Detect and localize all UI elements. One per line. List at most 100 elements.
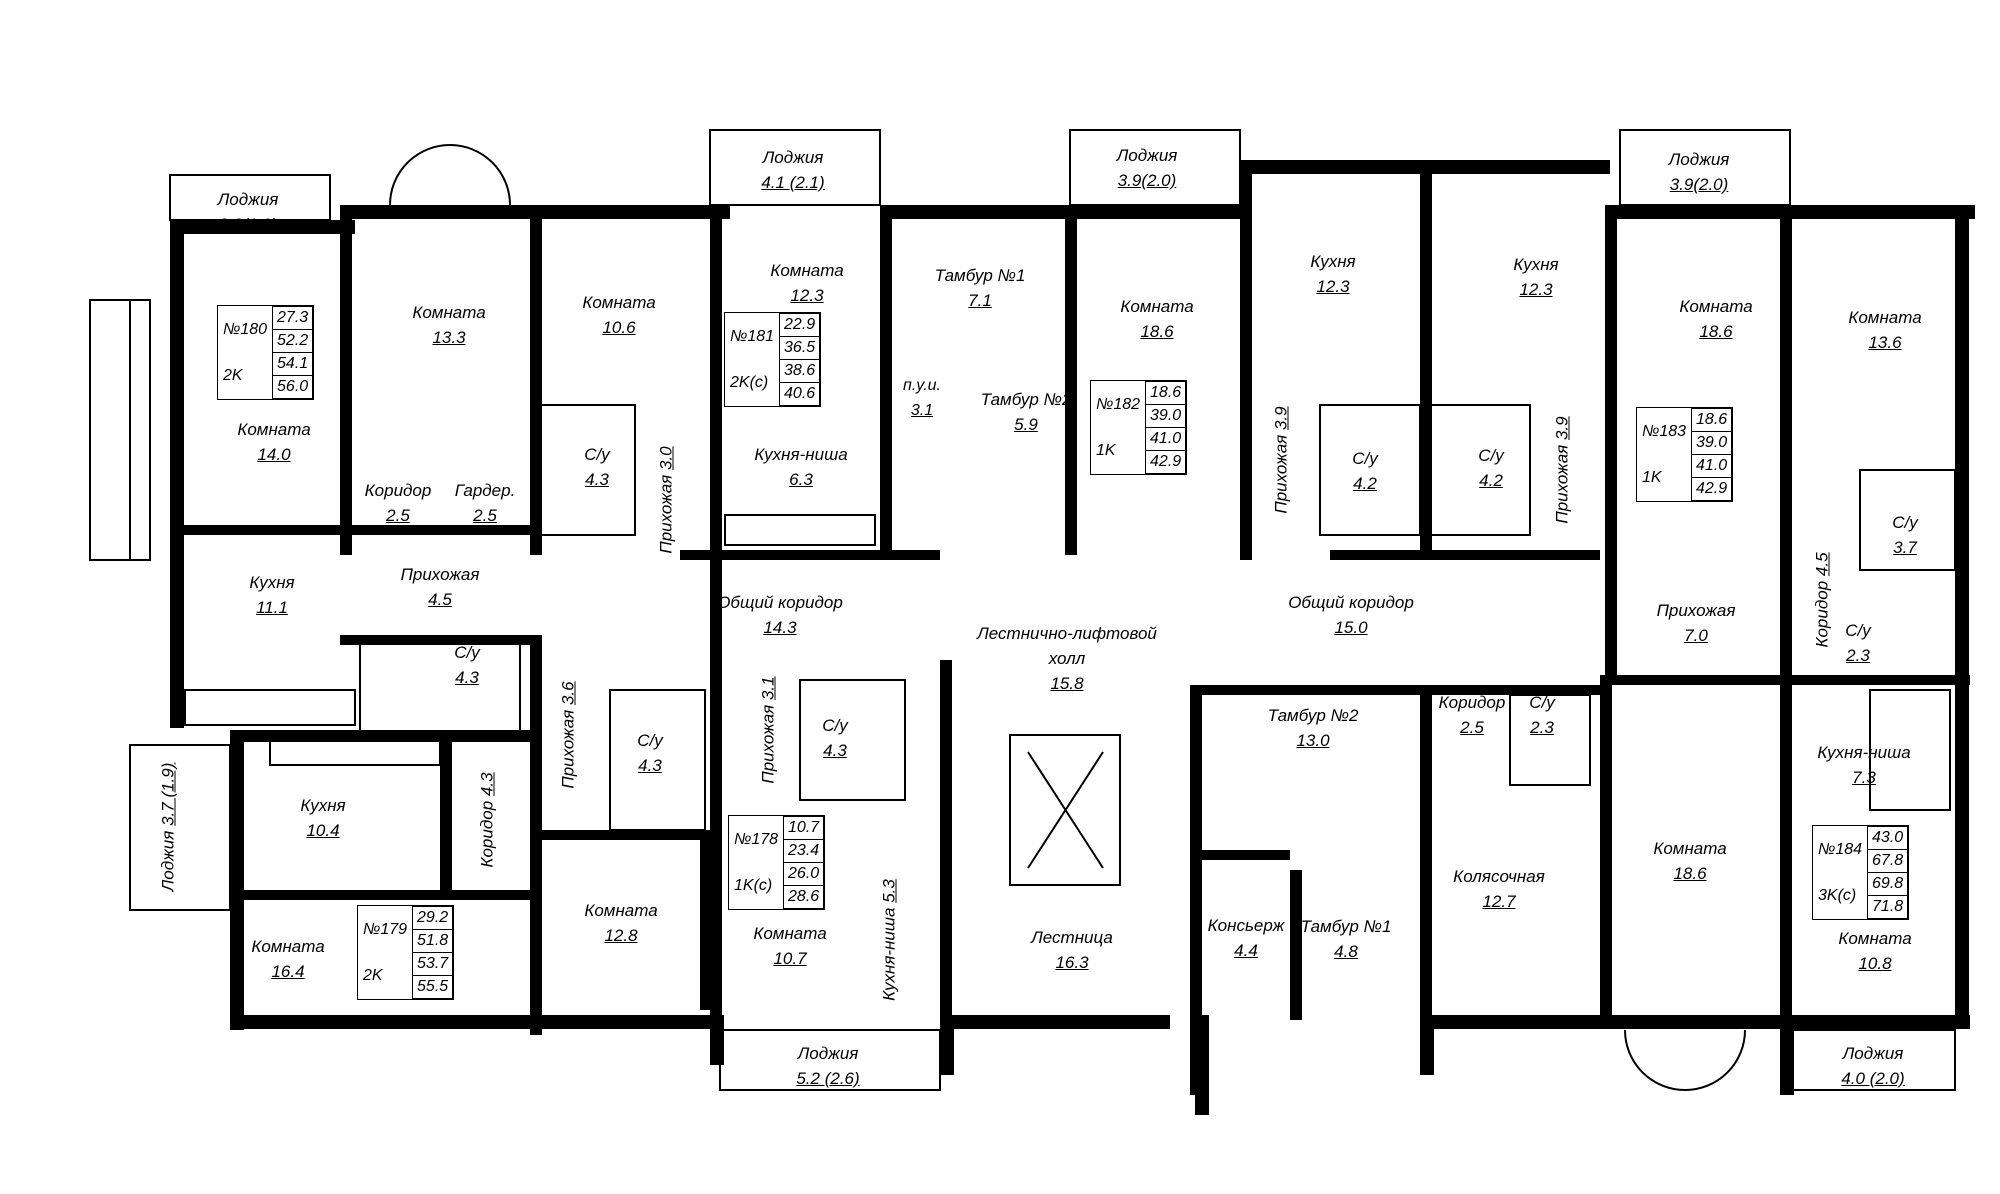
apartment-number: №182	[1096, 395, 1141, 413]
apartment-value: 27.3	[272, 306, 314, 330]
apartment-type: 2K(c)	[730, 373, 769, 391]
apartment-value: 69.8	[1867, 872, 1909, 896]
apartment-type: 3K(c)	[1818, 886, 1857, 904]
room-label: Прихожая 3.9	[1552, 416, 1572, 524]
apartment-value: 39.0	[1145, 404, 1187, 428]
apartment-number: №179	[363, 920, 408, 938]
apartment-type: 1K	[1096, 441, 1116, 459]
apartment-value: 43.0	[1867, 826, 1909, 850]
apartment-value: 54.1	[272, 352, 314, 376]
apartment-number: №181	[730, 327, 775, 345]
apartment-value: 18.6	[1691, 408, 1733, 432]
apartment-value: 52.2	[272, 329, 314, 353]
apartment-type: 2K	[223, 366, 243, 384]
room-label: Прихожая 3.9	[1271, 406, 1291, 514]
room-label: Гардер.2.5	[454, 481, 516, 525]
room-label: п.у.и.3.1	[903, 377, 941, 419]
room-label: Прихожая 3.1	[758, 676, 778, 784]
room-label: Прихожая 3.6	[558, 681, 578, 789]
apartment-value: 22.9	[779, 313, 821, 337]
apartment-number: №184	[1818, 840, 1863, 858]
apartment-value: 18.6	[1145, 381, 1187, 405]
apartment-value: 26.0	[783, 862, 825, 886]
apartment-value: 40.6	[779, 382, 821, 406]
apartment-value: 39.0	[1691, 431, 1733, 455]
apartment-value: 71.8	[1867, 895, 1909, 919]
room-label: Кухня-ниша 5.3	[879, 879, 899, 1001]
apartment-type: 2K	[363, 966, 383, 984]
apartment-value: 41.0	[1145, 427, 1187, 451]
apartment-value: 41.0	[1691, 454, 1733, 478]
room-label: Лоджия 3.7 (1.9)	[158, 762, 178, 892]
apartment-value: 51.8	[412, 929, 454, 953]
apartment-number: №183	[1642, 422, 1687, 440]
apartment-value: 29.2	[412, 906, 454, 930]
room-label: Коридор 4.5	[1812, 552, 1832, 648]
room-label: Коридор 4.3	[477, 772, 497, 868]
apartment-type: 1K(c)	[734, 876, 773, 894]
apartment-value: 28.6	[783, 885, 825, 909]
room-label: Прихожая 3.0	[656, 446, 676, 554]
apartment-value: 55.5	[412, 975, 454, 999]
apartment-value: 36.5	[779, 336, 821, 360]
apartment-value: 38.6	[779, 359, 821, 383]
apartment-value: 42.9	[1145, 450, 1187, 474]
apartment-value: 10.7	[783, 816, 825, 840]
apartment-value: 53.7	[412, 952, 454, 976]
apartment-value: 67.8	[1867, 849, 1909, 873]
